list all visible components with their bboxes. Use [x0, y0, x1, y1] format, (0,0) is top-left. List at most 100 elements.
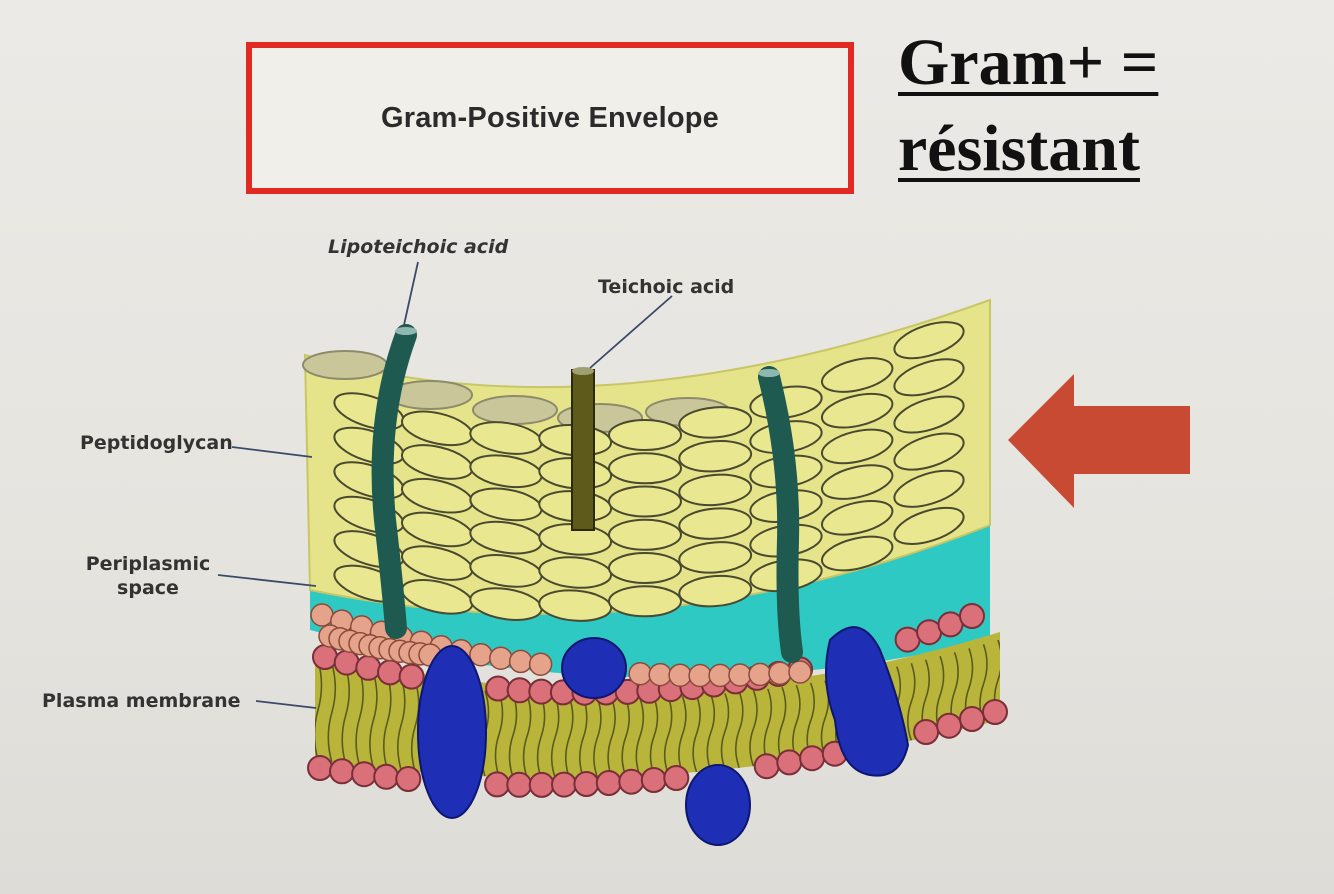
- lipid-head-back: [489, 646, 513, 670]
- lipid-head: [312, 644, 338, 670]
- teichoic-rod: [571, 369, 595, 531]
- lipid-tail: [692, 695, 701, 773]
- peptidoglycan-strand: [820, 428, 894, 465]
- lipid-head-back: [668, 663, 692, 687]
- label-peptidoglycan: Peptidoglycan: [80, 432, 233, 454]
- peptidoglycan-strand: [678, 439, 753, 473]
- lipid-head: [307, 755, 333, 781]
- lipid-tail: [397, 678, 406, 771]
- label-periplasmic-line-1: Periplasmic: [85, 553, 211, 575]
- lipid-head-back: [469, 642, 493, 667]
- peptidoglycan-strand: [678, 473, 753, 507]
- lipid-head: [776, 749, 803, 776]
- lipid-tail: [494, 691, 504, 778]
- peptidoglycan-strand: [893, 321, 965, 360]
- lipid-tail: [649, 697, 659, 776]
- lipid-tail: [635, 697, 645, 777]
- lipid-tail: [579, 697, 588, 778]
- lipid-head-back: [768, 661, 792, 686]
- label-plasma-membrane: Plasma membrane: [42, 690, 241, 712]
- peptidoglycan-strand: [538, 589, 613, 622]
- peptidoglycan-strand: [820, 392, 894, 429]
- protein-top: [561, 637, 627, 699]
- lipid-head: [937, 611, 964, 638]
- leader-lines: [217, 261, 673, 709]
- label-periplasmic-line-2: space: [117, 577, 179, 599]
- lipid-tail: [621, 697, 630, 777]
- peptidoglycan-strand: [608, 419, 682, 451]
- peptidoglycan-strand: [608, 518, 682, 551]
- lipid-head: [894, 626, 921, 653]
- lipid-head: [959, 706, 985, 732]
- peptidoglycan-strands: [333, 321, 965, 622]
- lipid-head: [982, 699, 1008, 725]
- peptidoglycan-strand: [893, 432, 965, 471]
- lipid-tail: [735, 691, 744, 769]
- teichoic-rod-cap: [572, 367, 594, 375]
- peptidoglycan-strand: [608, 452, 682, 485]
- lipid-head: [959, 603, 985, 629]
- lipid-head: [528, 678, 555, 705]
- protein-bottom: [685, 764, 751, 846]
- lipid-head-back: [508, 649, 533, 674]
- lipid-tail: [907, 663, 916, 741]
- lipoteichoic-rod-left: [371, 324, 417, 639]
- leader-peptidoglycan: [231, 446, 313, 458]
- lipid-heads-back: [310, 603, 812, 688]
- left-arrow-icon: [1008, 374, 1190, 508]
- lipoteichoic-rods: [371, 324, 803, 663]
- protein-left: [417, 645, 487, 819]
- lipid-head: [753, 753, 780, 780]
- lipid-tail: [593, 697, 602, 778]
- leader-periplasmic: [217, 574, 317, 587]
- peptidoglycan-strand: [820, 357, 894, 393]
- title-box: Gram-Positive Envelope: [246, 42, 854, 194]
- leader-teichoic: [589, 295, 673, 369]
- lipid-head-back: [788, 660, 812, 684]
- lipid-head-back: [648, 662, 672, 687]
- lipid-head: [485, 675, 512, 702]
- peptidoglycan-strand: [893, 395, 965, 434]
- lipid-tail: [792, 684, 801, 761]
- title-text: Gram-Positive Envelope: [380, 101, 719, 134]
- lipid-head: [395, 766, 422, 792]
- peptidoglycan-strand: [678, 541, 753, 574]
- lipid-tail: [508, 693, 518, 778]
- lipid-tail: [749, 690, 758, 767]
- lipid-head: [398, 663, 425, 690]
- rod-caps: [395, 327, 780, 377]
- heading-line-1: Gram+ =: [898, 26, 1159, 99]
- lipid-head: [551, 771, 577, 798]
- lipid-tail: [706, 694, 716, 771]
- lipoteichoic-rod-right: [758, 366, 803, 663]
- lipid-head-back: [310, 603, 334, 627]
- lipid-tail: [678, 696, 687, 774]
- label-teichoic-acid: Teichoic acid: [598, 276, 735, 298]
- label-periplasmic-space: Periplasmic space: [80, 552, 216, 600]
- peptidoglycan-strand: [820, 535, 894, 572]
- peptidoglycan-strand: [893, 469, 965, 508]
- protein-right: [825, 626, 910, 777]
- lipid-head: [351, 761, 378, 788]
- membrane-proteins: [417, 626, 910, 846]
- lipid-tail: [410, 680, 420, 772]
- lipid-head-back: [628, 661, 652, 686]
- lipid-head: [377, 659, 403, 686]
- lipid-tail: [777, 686, 787, 763]
- peptidoglycan-strand: [820, 500, 894, 536]
- lipid-tail: [536, 695, 546, 778]
- lipid-head: [573, 771, 600, 797]
- lipid-head-back: [708, 663, 732, 688]
- periplasmic-space-band: [310, 520, 990, 678]
- lipid-head: [329, 758, 355, 785]
- lipid-tail: [607, 697, 616, 778]
- peptidoglycan-strand: [893, 358, 965, 397]
- label-lipoteichoic-acid: Lipoteichoic acid: [328, 236, 509, 258]
- peptidoglycan-strand: [678, 406, 753, 439]
- lipid-head: [506, 677, 533, 704]
- lipid-head: [618, 768, 645, 795]
- lipid-head-back: [728, 663, 752, 687]
- lipid-tail: [327, 663, 337, 763]
- peptidoglycan-strand: [608, 585, 682, 618]
